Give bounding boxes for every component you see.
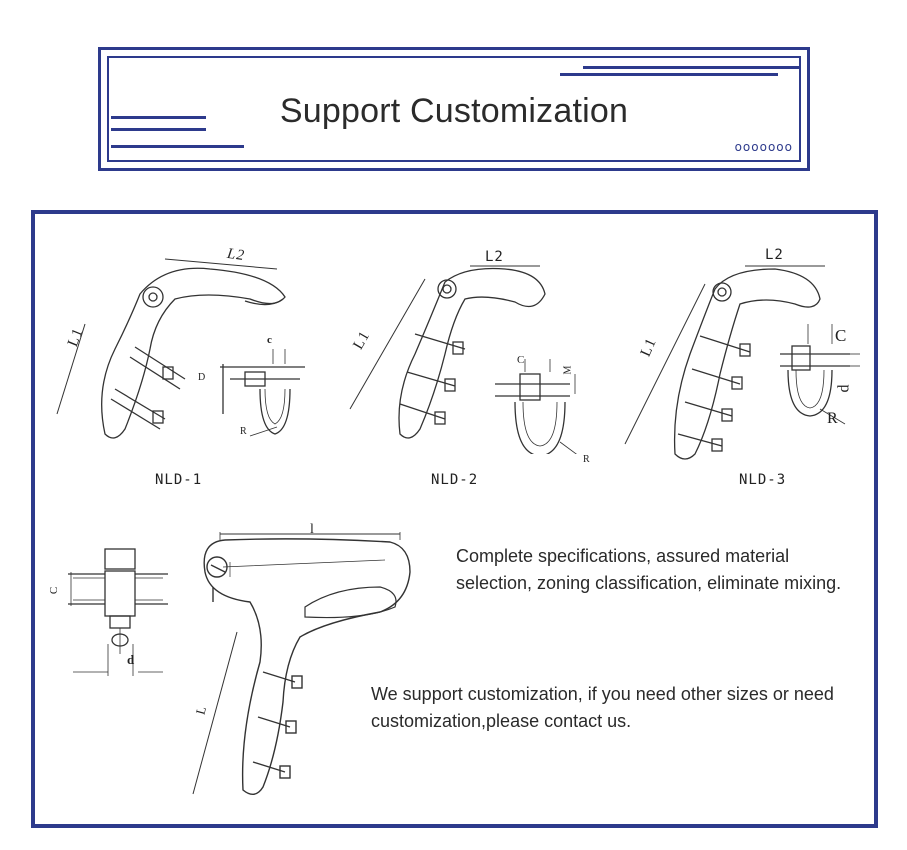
dim-c-label: C <box>517 354 526 366</box>
nld-1-drawing <box>56 258 305 439</box>
dim-d-label: d <box>127 652 136 667</box>
dim-l2-label: L2 <box>765 247 784 263</box>
banner-decor-bar <box>111 128 206 131</box>
banner-decor-bar <box>111 116 206 119</box>
model-label-nld-1: NLD-1 <box>155 472 203 488</box>
model-label-nld-3: NLD-3 <box>739 472 787 488</box>
large-clamp-drawing <box>192 532 411 795</box>
dim-m-label: M <box>562 364 574 375</box>
specs-paragraph: Complete specifications, assured materia… <box>456 546 842 593</box>
dim-c-label: C <box>835 326 848 345</box>
product-panel: L2 L1 c D R L2 L1 C M R L2 L <box>31 210 878 828</box>
dim-l2-label: L2 <box>226 245 246 265</box>
banner-dots: ooooooo <box>734 140 793 154</box>
header-banner: Support Customization ooooooo <box>98 47 810 171</box>
nld-3-drawing <box>624 265 860 460</box>
dim-l-label: l <box>310 522 315 537</box>
banner-decor-bar <box>583 66 801 69</box>
dim-r-label: R <box>827 410 839 427</box>
banner-decor-bar <box>560 73 778 76</box>
dim-l2-label: L2 <box>485 249 504 265</box>
dim-d-label: d <box>835 383 853 393</box>
banner-decor-bar <box>111 145 244 148</box>
dim-d-label: D <box>198 372 207 383</box>
dim-c-label: C <box>48 585 61 595</box>
dim-r-label: R <box>240 426 248 437</box>
nld-2-drawing <box>349 265 577 454</box>
customize-paragraph: We support customization, if you need ot… <box>371 684 834 731</box>
page-title: Support Customization <box>279 92 629 130</box>
dim-c-label: c <box>267 334 273 346</box>
bolt-detail-drawing <box>68 548 168 676</box>
banner-inner-frame <box>107 56 801 162</box>
dim-r-label: R <box>583 454 591 465</box>
model-label-nld-2: NLD-2 <box>431 472 479 488</box>
